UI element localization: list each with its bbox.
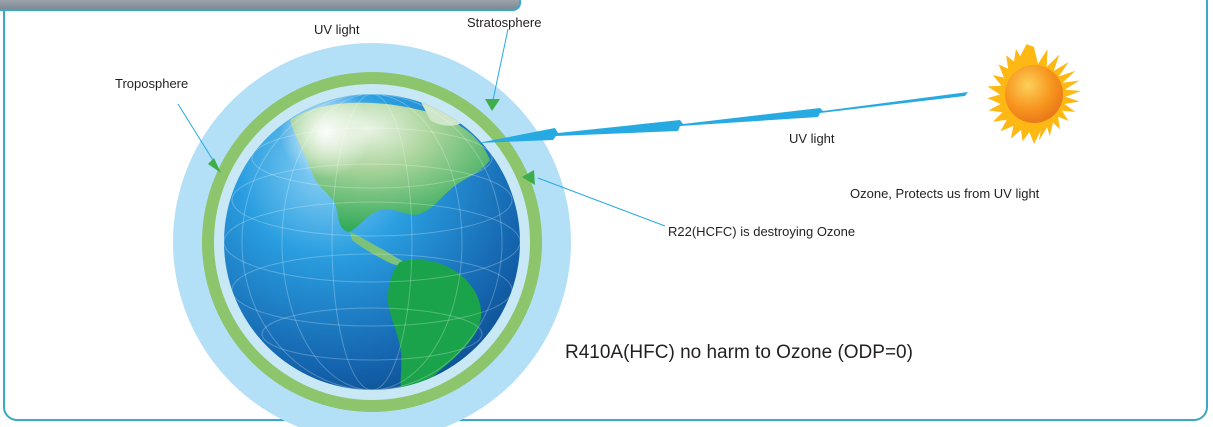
uv-light-beam xyxy=(478,92,968,143)
ozone-arrow xyxy=(522,170,535,185)
troposphere-label: Troposphere xyxy=(115,76,189,91)
uv-light-top-label: UV light xyxy=(314,22,360,37)
r410a-label: R410A(HFC) no harm to Ozone (ODP=0) xyxy=(565,342,913,363)
stratosphere-label: Stratosphere xyxy=(467,15,542,30)
r22-label: R22(HCFC) is destroying Ozone xyxy=(668,224,856,239)
south-america-shape xyxy=(387,259,482,390)
header-tab xyxy=(0,0,521,11)
uv-light-beam-label: UV light xyxy=(789,131,835,146)
troposphere-arrow xyxy=(208,158,221,173)
central-america-shape xyxy=(350,232,412,267)
ozone-protects-label: Ozone, Protects us from UV light xyxy=(850,186,1040,201)
sun-icon xyxy=(987,44,1081,144)
earth-globe xyxy=(224,94,520,390)
stratosphere-leader-line xyxy=(492,28,509,101)
stratosphere-arrow xyxy=(485,99,500,111)
troposphere-leader-line xyxy=(177,103,217,166)
r22-leader-line xyxy=(537,177,666,227)
